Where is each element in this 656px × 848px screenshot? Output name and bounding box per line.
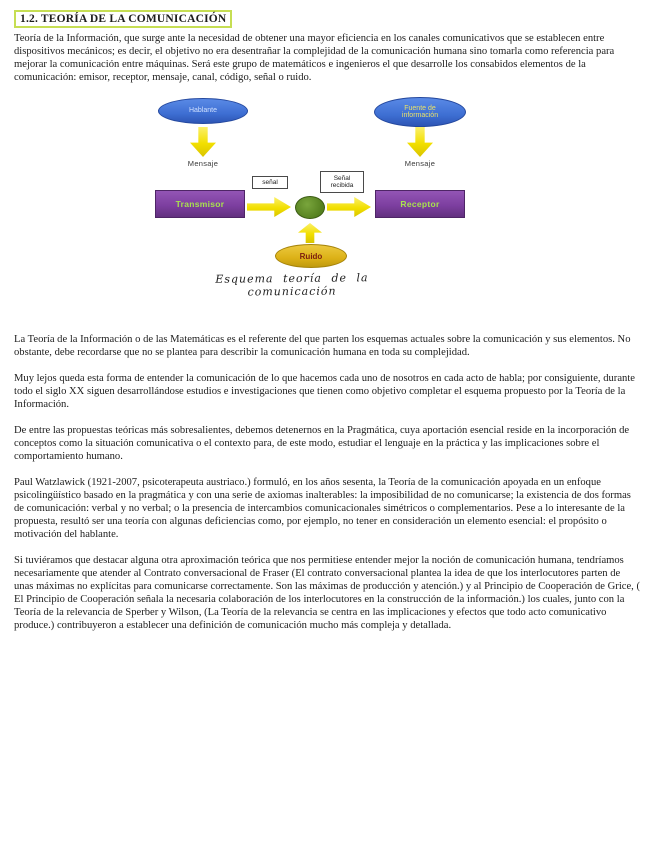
diagram-caption: Esquema teoría de la comunicación [215, 271, 369, 299]
arrow-right-icon [327, 197, 371, 217]
diagram-node-information-source: Fuente de información [374, 97, 466, 127]
speaker-label: Hablante [188, 107, 218, 115]
arrow-right-icon [247, 197, 291, 217]
transmitter-label: Transmisor [175, 199, 225, 209]
communication-schema-diagram: Hablante Fuente de información Mensaje M… [14, 97, 642, 298]
paragraph-20th-century: Muy lejos queda esta forma de entender l… [14, 373, 635, 410]
paragraph-pragmatics: De entre las propuestas teóricas más sob… [14, 425, 630, 462]
paragraph-other-theories: Si tuviéramos que destacar alguna otra a… [14, 555, 640, 631]
diagram-node-receiver: Receptor [375, 190, 465, 218]
paragraph-information-theory: La Teoría de la Información o de las Mat… [14, 334, 631, 358]
information-source-label: Fuente de información [401, 104, 439, 120]
noise-label: Ruido [299, 251, 323, 261]
arrow-down-icon [190, 127, 216, 157]
message-label-left: Mensaje [187, 159, 219, 168]
section-title: 1.2. TEORÍA DE LA COMUNICACIÓN [14, 10, 233, 28]
paragraph-watzlawick: Paul Watzlawick (1921-2007, psicoterapeu… [14, 477, 631, 540]
diagram-node-speaker: Hablante [158, 98, 248, 124]
paragraph-intro: Teoría de la Información, que surge ante… [14, 33, 615, 83]
signal-received-label-box: Señal recibida [320, 171, 364, 193]
arrow-down-icon [407, 127, 433, 157]
receiver-label: Receptor [400, 199, 440, 209]
diagram-node-noise: Ruido [275, 244, 347, 268]
arrow-up-icon [298, 223, 322, 243]
diagram-node-channel [295, 196, 325, 219]
diagram-node-transmitter: Transmisor [155, 190, 245, 218]
document-page: 1.2. TEORÍA DE LA COMUNICACIÓN Teoría de… [14, 10, 642, 631]
message-label-right: Mensaje [404, 159, 436, 168]
signal-label-box: señal [252, 176, 288, 189]
